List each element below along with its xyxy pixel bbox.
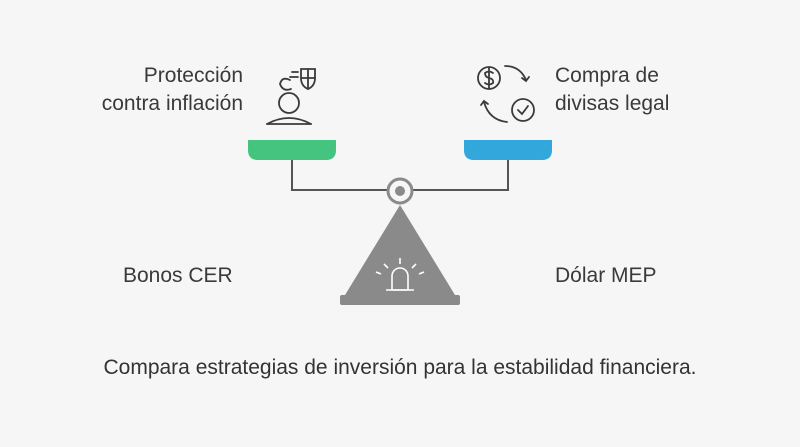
left-benefit-line1: Protección bbox=[143, 64, 243, 87]
left-benefit-label: Protección contra inflación bbox=[102, 62, 243, 118]
scale-base bbox=[340, 295, 460, 305]
left-pan bbox=[248, 140, 336, 160]
scale-pivot-center bbox=[395, 186, 405, 196]
left-option-label: Bonos CER bbox=[123, 264, 233, 287]
alarm-light-icon bbox=[375, 258, 425, 291]
left-benefit-line2: contra inflación bbox=[101, 92, 243, 115]
right-benefit-label: Compra de divisas legal bbox=[555, 62, 669, 118]
diagram-caption: Compara estrategias de inversión para la… bbox=[103, 356, 697, 379]
right-benefit-line1: Compra de bbox=[555, 64, 659, 87]
right-pan bbox=[464, 140, 552, 160]
right-benefit-line2: divisas legal bbox=[555, 92, 670, 115]
shield-person-icon bbox=[266, 68, 316, 125]
currency-exchange-check-icon bbox=[477, 65, 535, 123]
right-option-label: Dólar MEP bbox=[555, 264, 657, 287]
scale-stand bbox=[345, 205, 455, 295]
